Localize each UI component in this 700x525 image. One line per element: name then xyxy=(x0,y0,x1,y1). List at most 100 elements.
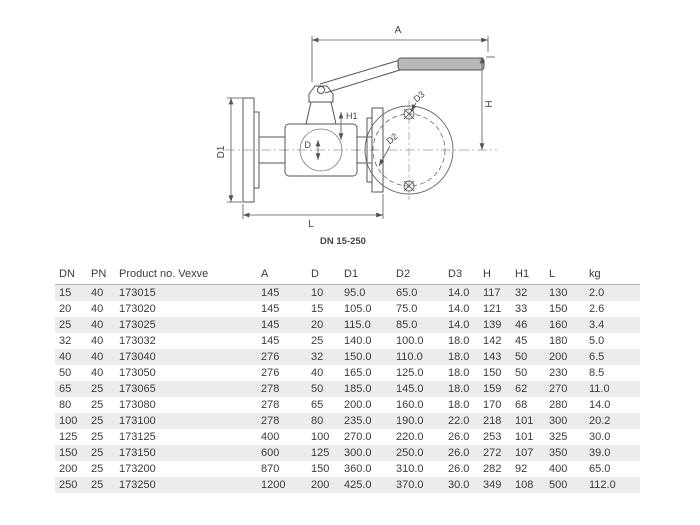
table-cell: 165.0 xyxy=(344,367,372,379)
dim-label-h: H xyxy=(484,100,495,107)
flange-face-view xyxy=(364,100,454,200)
column-header: D1 xyxy=(340,266,392,285)
table-cell: 230 xyxy=(549,367,568,379)
table-cell: 400 xyxy=(549,463,568,475)
table-cell: 278 xyxy=(261,399,280,411)
table-cell: 25 xyxy=(91,463,104,475)
table-cell: 20.2 xyxy=(589,415,611,427)
table-cell: 101 xyxy=(515,431,534,443)
table-cell: 80 xyxy=(311,415,324,427)
table-cell: 500 xyxy=(549,479,568,491)
table-cell: 173200 xyxy=(119,463,156,475)
table-cell: 125 xyxy=(311,447,330,459)
table-cell: 140.0 xyxy=(344,335,372,347)
table-cell: 26.0 xyxy=(448,447,470,459)
table-cell: 100 xyxy=(311,431,330,443)
table-cell: 39.0 xyxy=(589,447,611,459)
table-cell: 173015 xyxy=(119,287,156,299)
table-cell: 95.0 xyxy=(344,287,366,299)
table-cell: 11.0 xyxy=(589,383,610,395)
table-cell: 40 xyxy=(91,287,104,299)
table-cell: 145 xyxy=(261,287,280,299)
column-header: L xyxy=(545,266,585,285)
table-cell: 173125 xyxy=(119,431,156,443)
table-cell: 14.0 xyxy=(448,303,470,315)
table-cell: 25 xyxy=(91,383,104,395)
table-cell: 50 xyxy=(515,367,528,379)
table-cell: 117 xyxy=(483,287,501,299)
ball xyxy=(299,128,343,172)
table-cell: 100.0 xyxy=(396,335,424,347)
table-cell: 170 xyxy=(483,399,502,411)
handle-pivot-bolt xyxy=(317,86,325,94)
dimension-lines xyxy=(227,36,495,219)
gland-nut xyxy=(308,85,334,103)
table-cell: 870 xyxy=(261,463,280,475)
column-header: D xyxy=(307,266,340,285)
bolt-hole-top xyxy=(403,108,415,120)
table-cell: 32 xyxy=(515,287,528,299)
dim-label-h1: H1 xyxy=(346,111,358,121)
table-cell: 105.0 xyxy=(344,303,372,315)
table-cell: 20 xyxy=(311,319,324,331)
table-cell: 45 xyxy=(515,335,528,347)
table-cell: 33 xyxy=(515,303,528,315)
table-cell: 65 xyxy=(59,383,72,395)
table-cell: 160.0 xyxy=(396,399,424,411)
table-cell: 75.0 xyxy=(396,303,418,315)
table-cell: 185.0 xyxy=(344,383,372,395)
table-cell: 130 xyxy=(549,287,568,299)
table-cell: 173040 xyxy=(119,351,156,363)
table-cell: 115.0 xyxy=(344,319,371,331)
table-cell: 18.0 xyxy=(448,399,470,411)
table-cell: 173250 xyxy=(119,479,156,491)
table-cell: 349 xyxy=(483,479,502,491)
right-flange xyxy=(371,107,384,193)
dim-d3-leader xyxy=(410,102,417,112)
table-cell: 600 xyxy=(261,447,280,459)
table-cell: 220.0 xyxy=(396,431,424,443)
column-header: H xyxy=(479,266,511,285)
table-cell: 26.0 xyxy=(448,463,470,475)
table-cell: 145 xyxy=(261,335,280,347)
table-cell: 159 xyxy=(483,383,502,395)
table-cell: 250 xyxy=(59,479,78,491)
handle-lever-bottom-edge xyxy=(324,69,401,94)
table-cell: 6.5 xyxy=(589,351,605,363)
valve-technical-drawing: A H H1 D1 D D2 D3 L DN 15-250 xyxy=(216,25,497,247)
table-cell: 173020 xyxy=(119,303,156,315)
table-cell: 121 xyxy=(483,303,502,315)
table-cell: 40 xyxy=(311,367,324,379)
table-cell: 65.0 xyxy=(396,287,418,299)
table-cell: 80 xyxy=(59,399,72,411)
table-cell: 110.0 xyxy=(396,351,423,363)
table-cell: 360.0 xyxy=(344,463,372,475)
table-cell: 200 xyxy=(59,463,78,475)
table-cell: 173150 xyxy=(119,447,156,459)
table-cell: 160 xyxy=(549,319,568,331)
table-cell: 300.0 xyxy=(344,447,372,459)
table-cell: 50 xyxy=(59,367,72,379)
table-cell: 370.0 xyxy=(396,479,424,491)
table-cell: 26.0 xyxy=(448,431,470,443)
valve-body-outline xyxy=(242,85,384,203)
column-header: DN xyxy=(55,266,87,285)
table-cell: 125 xyxy=(59,431,78,443)
table-cell: 150 xyxy=(59,447,78,459)
table-cell: 65 xyxy=(311,399,324,411)
table-cell: 18.0 xyxy=(448,351,470,363)
table-cell: 278 xyxy=(261,383,280,395)
table-cell: 200 xyxy=(311,479,330,491)
